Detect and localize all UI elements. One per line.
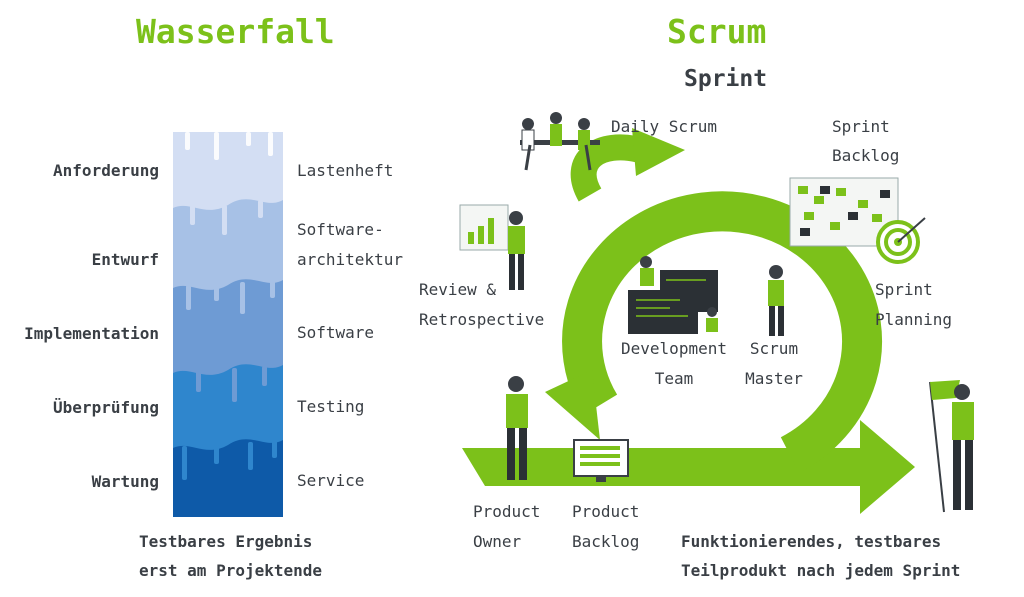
sprint-backlog-board [789,177,926,264]
sprint-backlog-label-line-2: Backlog [832,146,900,165]
scrum-master-label-line-2: Master [745,369,803,388]
scrum-title: Scrum [667,12,767,51]
phase-label: Anforderung [53,161,159,180]
product-owner-illustration [506,376,528,480]
daily-scrum-label: Daily Scrum [611,117,717,136]
product-owner-label-line-2: Owner [473,532,522,551]
phase-label: Wartung [91,472,159,491]
daily-scrum-loop [570,128,685,202]
phase-output: Lastenheft [297,161,394,180]
scrum-result-line-2: Teilprodukt nach jedem Sprint [681,561,961,580]
waterfall-title: Wasserfall [136,12,335,51]
waterfall-column [173,132,283,517]
goal-flag-figure-illustration [929,380,974,513]
review-label-line-2: Retrospective [419,310,545,329]
sprint-cycle-arrow [562,191,883,473]
sprint-heading: Sprint [684,66,768,92]
phase-output: Software [297,323,375,342]
scrum-master-label-line-1: Scrum [749,339,799,358]
development-team-label-line-2: Team [654,369,694,388]
scrum-master-illustration [768,265,784,336]
development-team-illustration [628,256,718,334]
product-flow-arrow [462,420,915,514]
product-backlog-label-line-1: Product [572,502,640,521]
phase-label: Implementation [24,324,159,343]
scrum-result-line-1: Funktionierendes, testbares [681,532,942,551]
review-label-line-1: Review & [419,280,497,299]
phase-output: Testing [297,397,365,416]
phase-output: Service [297,471,365,490]
phase-output: Software- architektur [297,220,403,269]
sprint-backlog-label-line-1: Sprint [832,117,890,136]
development-team-label-line-1: Development [621,339,727,358]
sprint-planning-label-line-2: Planning [875,310,953,329]
product-backlog-label-line-2: Backlog [572,532,640,551]
product-owner-label-line-1: Product [473,502,541,521]
product-backlog-monitor [573,439,629,482]
daily-scrum-team-illustration [520,112,600,171]
review-presenter-illustration [459,204,525,290]
waterfall-result-line-2: erst am Projektende [139,561,323,580]
sprint-planning-label-line-1: Sprint [875,280,933,299]
sprint-cycle-arrowhead [545,370,600,440]
waterfall-result-line-1: Testbares Ergebnis [139,532,313,551]
phase-label: Entwurf [91,250,159,269]
phase-label: Überprüfung [53,398,159,417]
